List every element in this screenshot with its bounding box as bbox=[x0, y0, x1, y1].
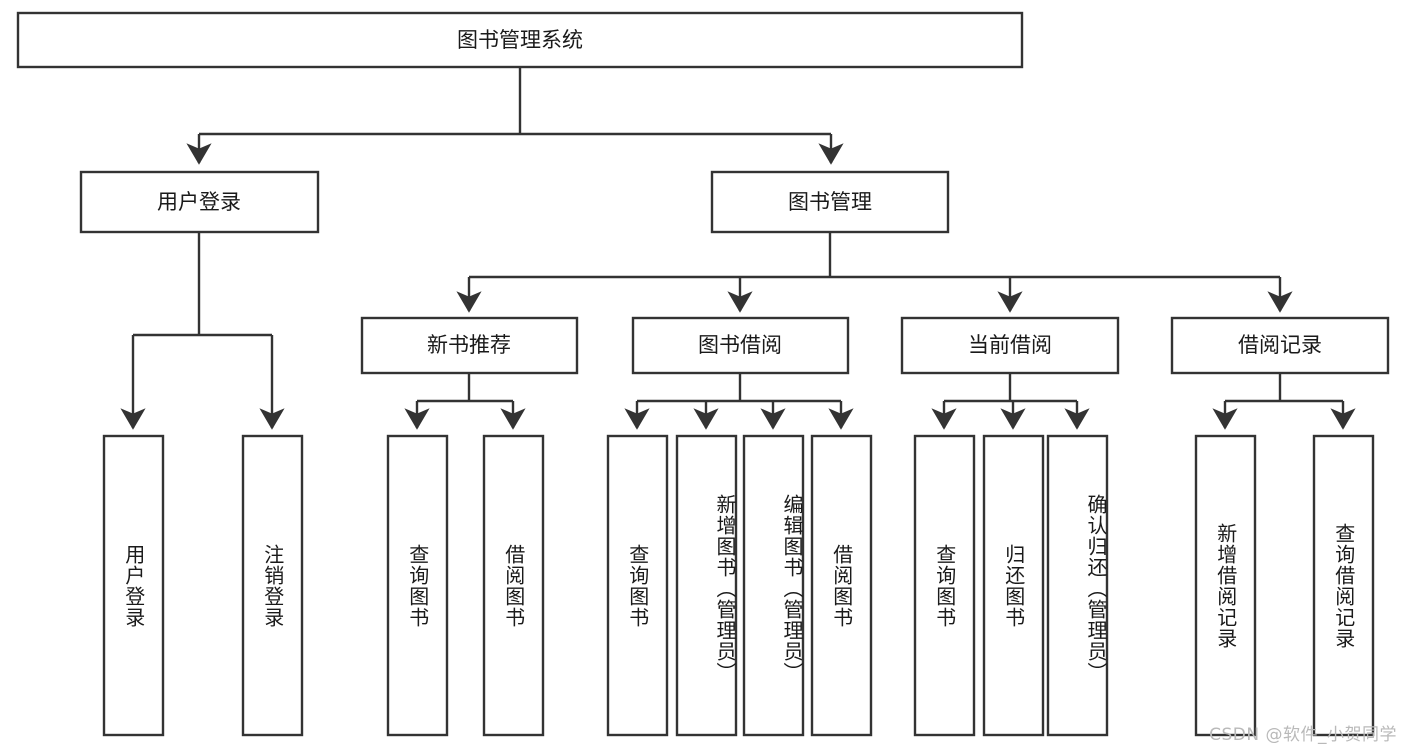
node-leaf-borrow-book-2-box[interactable] bbox=[810, 434, 873, 737]
connector-group-borrow-record bbox=[1212, 373, 1356, 430]
node-leaf-query-borrow-record-box[interactable] bbox=[1312, 434, 1375, 737]
node-current-borrow-box[interactable] bbox=[900, 316, 1120, 375]
node-leaf-query-book-3-box[interactable] bbox=[913, 434, 976, 737]
csdn-watermark: CSDN @软件_小贺同学 bbox=[1209, 725, 1397, 745]
node-leaf-add-book-admin-box[interactable] bbox=[675, 434, 738, 737]
node-user-login-label: 用户登录 bbox=[157, 190, 241, 214]
node-new-book-recommend-box[interactable] bbox=[360, 316, 579, 375]
node-root-box[interactable] bbox=[16, 11, 1024, 69]
node-leaf-return-book-box[interactable] bbox=[982, 434, 1045, 737]
connector-group-user-login bbox=[120, 232, 285, 430]
node-leaf-confirm-return-admin-box[interactable] bbox=[1046, 434, 1109, 737]
node-leaf-logout-login-box[interactable] bbox=[241, 434, 304, 737]
node-root-label: 图书管理系统 bbox=[457, 28, 583, 52]
node-root[interactable]: 图书管理系统 bbox=[16, 11, 1024, 69]
node-leaf-add-borrow-record-box[interactable] bbox=[1194, 434, 1257, 737]
connector-group-book-borrow bbox=[624, 373, 854, 430]
node-leaf-query-book-2-box[interactable] bbox=[606, 434, 669, 737]
node-new-book-recommend-label: 新书推荐 bbox=[427, 333, 511, 357]
node-leaf-user-login-box[interactable] bbox=[102, 434, 165, 737]
node-leaf-query-book-1-box[interactable] bbox=[386, 434, 449, 737]
node-borrow-record-box[interactable] bbox=[1170, 316, 1390, 375]
node-borrow-record[interactable]: 借阅记录 bbox=[1170, 316, 1390, 375]
node-new-book-recommend[interactable]: 新书推荐 bbox=[360, 316, 579, 375]
node-book-manage-label: 图书管理 bbox=[788, 190, 872, 214]
node-book-manage[interactable]: 图书管理 bbox=[710, 170, 950, 234]
node-borrow-record-label: 借阅记录 bbox=[1238, 333, 1322, 357]
node-book-borrow[interactable]: 图书借阅 bbox=[631, 316, 850, 375]
node-book-borrow-label: 图书借阅 bbox=[698, 333, 782, 357]
node-leaf-borrow-book-1-box[interactable] bbox=[482, 434, 545, 737]
node-book-borrow-box[interactable] bbox=[631, 316, 850, 375]
connector-group-new-book bbox=[404, 373, 526, 430]
node-user-login[interactable]: 用户登录 bbox=[79, 170, 320, 234]
node-current-borrow[interactable]: 当前借阅 bbox=[900, 316, 1120, 375]
connector-group-root bbox=[186, 67, 844, 165]
node-current-borrow-label: 当前借阅 bbox=[968, 333, 1052, 357]
node-user-login-box[interactable] bbox=[79, 170, 320, 234]
connector-group-current-borrow bbox=[931, 373, 1090, 430]
node-book-manage-box[interactable] bbox=[710, 170, 950, 234]
node-leaf-edit-book-admin-box[interactable] bbox=[742, 434, 805, 737]
connector-group-book-manage bbox=[456, 232, 1293, 313]
